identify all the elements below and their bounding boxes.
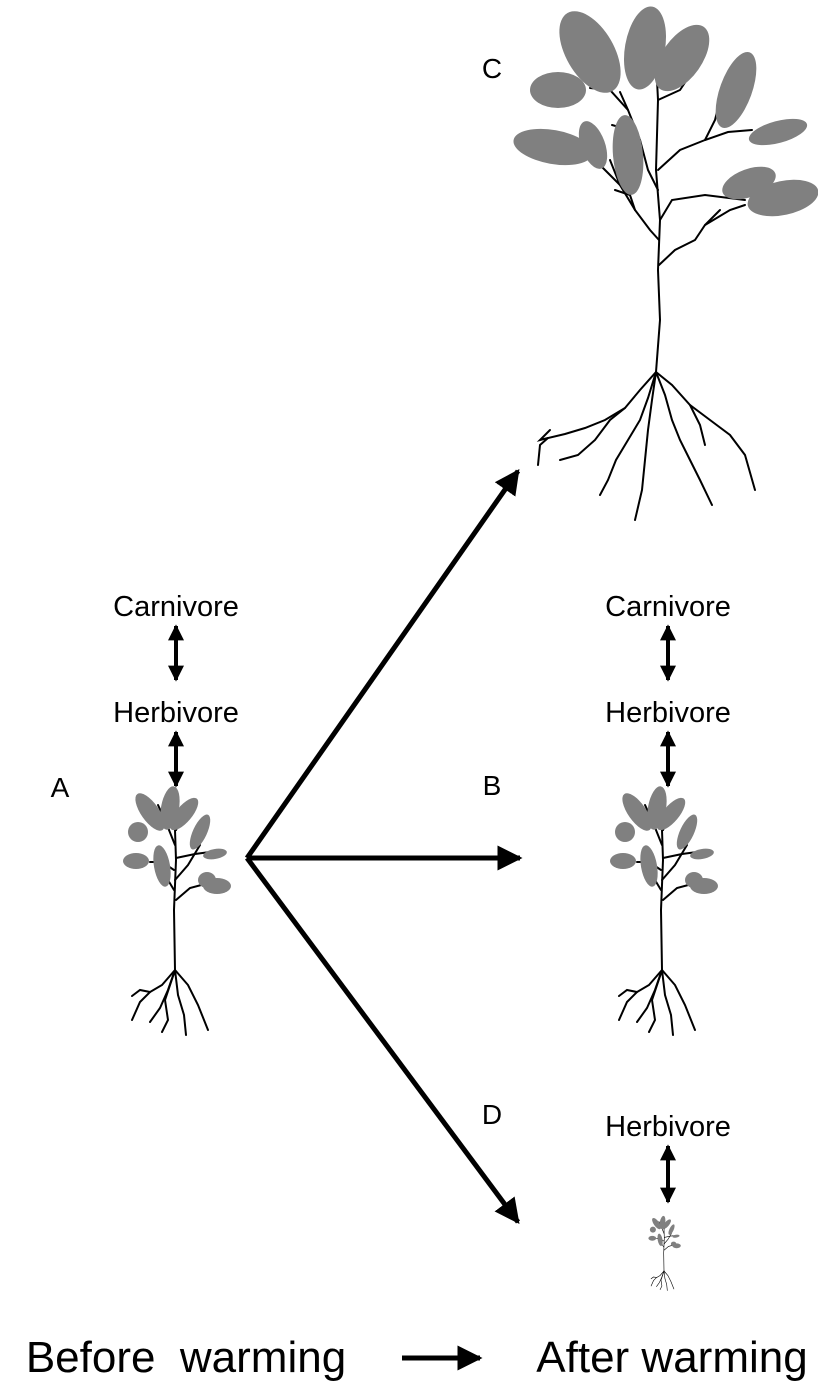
panel-b-carnivore-label: Carnivore bbox=[605, 591, 731, 623]
panel-d-plant bbox=[648, 1215, 680, 1290]
panel-a-herbivore-label: Herbivore bbox=[113, 697, 239, 729]
panel-a: A Carnivore Herbivore bbox=[51, 591, 239, 1035]
timeline-caption: Before warming After warming bbox=[26, 1333, 808, 1382]
after-warming-label: After warming bbox=[536, 1333, 807, 1382]
panel-d-herbivore-label: Herbivore bbox=[605, 1111, 731, 1143]
panel-b-letter: B bbox=[483, 770, 502, 801]
arrow-to-d bbox=[247, 858, 518, 1222]
panel-a-carnivore-label: Carnivore bbox=[113, 591, 239, 623]
panel-d-letter: D bbox=[482, 1099, 502, 1130]
panel-b-plant bbox=[610, 785, 718, 1035]
arrow-to-c bbox=[247, 471, 518, 858]
panel-c-plant bbox=[511, 1, 818, 520]
panel-b: B Carnivore Herbivore bbox=[483, 591, 731, 1035]
before-warming-label: Before warming bbox=[26, 1333, 346, 1382]
panel-a-letter: A bbox=[51, 772, 70, 803]
panel-d: D Herbivore bbox=[482, 1099, 731, 1291]
outcome-arrows bbox=[247, 471, 520, 1222]
panel-c: C bbox=[482, 1, 818, 520]
panel-a-plant bbox=[123, 785, 231, 1035]
panel-c-letter: C bbox=[482, 53, 502, 84]
panel-b-herbivore-label: Herbivore bbox=[605, 697, 731, 729]
